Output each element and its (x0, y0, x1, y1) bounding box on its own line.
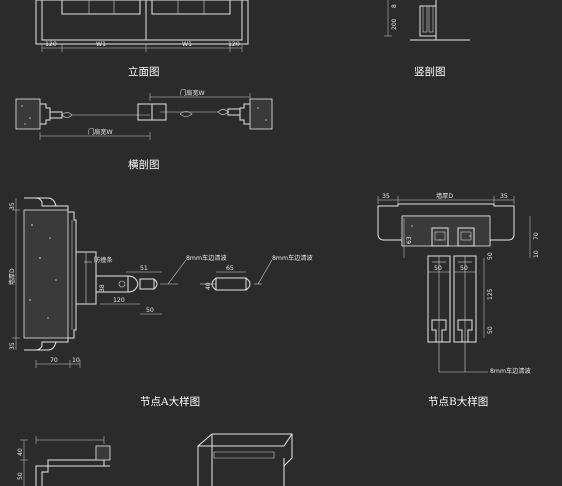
detail-a-left-mid: 墙厚D (8, 268, 16, 285)
elev-dim-right: 120 (228, 41, 240, 48)
detail-b-left-63: 63 (406, 236, 413, 244)
caption-horizontal-section: 横剖图 (128, 158, 160, 171)
detail-a-dim-38: 38 (99, 284, 106, 292)
detail-a-left-bot: 35 (9, 342, 16, 350)
detail-b-dim-50a: 50 (434, 265, 442, 272)
elev-dim-mid1: W1 (96, 41, 106, 48)
bottom-right-isometric (197, 433, 293, 486)
bottom-left-partial: 40 50 (17, 436, 111, 486)
elev-dim-left: 120 (45, 41, 57, 48)
hsec-dim-bottom: 门扇宽W (88, 128, 113, 136)
detail-b-view: 35 墙厚D 35 63 70 10 50 50 125 50 50 8mm车边… (377, 192, 540, 408)
detail-a-edge-label-1: 8mm车边清波 (186, 254, 227, 262)
detail-b-right-10: 10 (533, 250, 540, 258)
detail-b-dim-125: 125 (487, 288, 494, 300)
detail-b-top-left: 35 (382, 193, 390, 200)
detail-b-dim-50d: 50 (487, 326, 494, 334)
hsec-dim-top: 门扇宽W (180, 89, 205, 97)
detail-a-strip-label: 防撞条 (94, 256, 113, 264)
vsec-dim-a: 200 (391, 18, 398, 30)
caption-detail-b: 节点B大样图 (428, 395, 488, 408)
horizontal-section-view: 门扇宽W 门扇宽W 横剖图 (15, 89, 273, 171)
detail-a-view: 35 墙厚D 35 70 10 防撞条 51 120 50 38 40 65 8… (8, 197, 313, 408)
elevation-view: 120 W1 W1 120 立面图 (35, 0, 249, 78)
detail-a-bottom-dim2: 10 (72, 357, 80, 364)
detail-a-dim-50: 50 (146, 307, 154, 314)
vertical-section-view: 200 8 竖剖图 (384, 0, 470, 78)
detail-a-edge-label-2: 8mm车边清波 (272, 254, 313, 262)
detail-b-top-mid: 墙厚D (436, 192, 453, 200)
caption-vertical-section: 竖剖图 (414, 65, 446, 78)
detail-b-dim-50c: 50 (487, 252, 494, 260)
detail-a-dim-51: 51 (140, 265, 148, 272)
caption-detail-a: 节点A大样图 (140, 395, 200, 408)
detail-a-dim-40: 40 (205, 282, 212, 290)
elev-dim-mid2: W1 (182, 41, 192, 48)
caption-elevation: 立面图 (128, 65, 160, 78)
detail-a-dim-65: 65 (226, 265, 234, 272)
detail-b-right-70: 70 (533, 232, 540, 240)
detail-a-left-top: 35 (9, 202, 16, 210)
detail-b-edge-label: 8mm车边清波 (490, 367, 531, 375)
detail-b-dim-50b: 50 (460, 265, 468, 272)
bottom-left-dim-a: 40 (17, 448, 24, 456)
vsec-dim-b: 8 (391, 4, 398, 8)
detail-a-bottom-dim: 70 (50, 357, 58, 364)
detail-b-top-right: 35 (500, 193, 508, 200)
bottom-left-dim-b: 50 (17, 472, 24, 480)
detail-a-dim-120: 120 (113, 297, 125, 304)
